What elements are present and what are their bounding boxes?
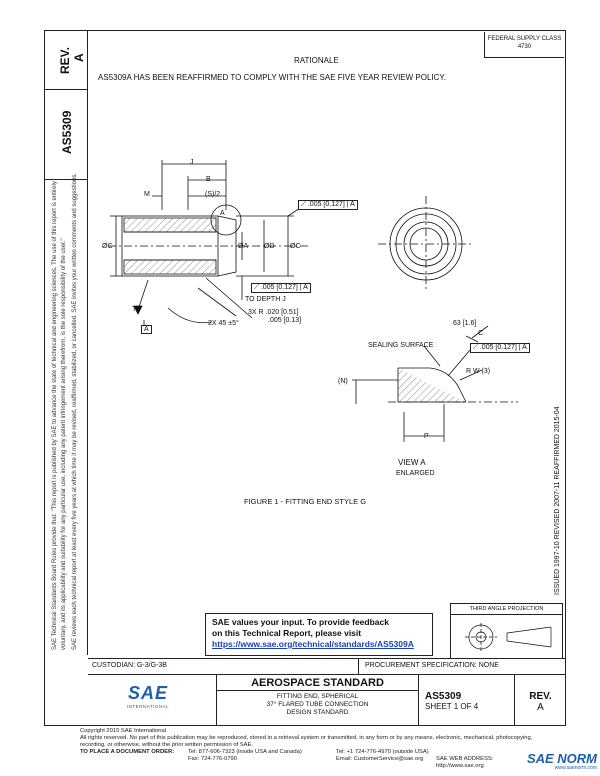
rev-cell: REV. A <box>514 675 566 726</box>
disclaimer-line1: SAE Technical Standards Board Rules prov… <box>52 181 58 650</box>
fcf-3-datum: A <box>522 344 527 351</box>
feedback-link[interactable]: https://www.sae.org/technical/standards/… <box>212 639 414 649</box>
footer-tel2: Tel: +1 724-776-4970 (outside USA) <box>336 749 429 755</box>
federal-class-line2: 4730 <box>517 44 532 50</box>
title-line2: 37° FLARED TUBE CONNECTION <box>266 701 369 708</box>
feedback-line1: SAE values your input. To provide feedba… <box>212 617 389 627</box>
title-block-row1: CUSTODIAN: G-3/G-3B PROCUREMENT SPECIFIC… <box>88 658 566 674</box>
footer-web: SAE WEB ADDRESS: http://www.sae.org <box>436 756 494 769</box>
title-line3: DESIGN STANDARD <box>286 709 349 716</box>
fcf-2-tol: .005 [0.127] <box>260 284 298 291</box>
footer-email: Email: CustomerService@sae.org <box>336 756 424 762</box>
dim-m: M <box>144 191 150 198</box>
dim-n: (N) <box>338 378 348 385</box>
datum-t: T <box>132 306 137 313</box>
dim-s: (S)/2 <box>205 191 221 198</box>
title-cell: AEROSPACE STANDARD FITTING END, SPHERICA… <box>216 675 418 726</box>
section-hatch-bottom <box>123 259 217 275</box>
title-heading: AEROSPACE STANDARD <box>217 675 418 691</box>
fcf-2-datum: A <box>303 284 308 291</box>
side-standard-id: AS5309 <box>60 110 74 154</box>
sheet-count: SHEET 1 OF 4 <box>425 702 479 711</box>
footer-copyright: Copyright 2015 SAE International <box>80 728 167 734</box>
footer-order-label: TO PLACE A DOCUMENT ORDER: <box>80 749 175 755</box>
datum-a-box: A <box>141 325 152 334</box>
dim-p: P <box>424 433 429 440</box>
procurement-spec: PROCUREMENT SPECIFICATION: NONE <box>358 659 566 674</box>
fcf-2: ⟋ .005 [0.127] | A <box>251 283 311 293</box>
custodian: CUSTODIAN: G-3/G-3B <box>92 662 167 669</box>
radius-rw: R W (3) <box>466 368 491 375</box>
third-angle-label: THIRD ANGLE PROJECTION <box>451 604 562 615</box>
fcf-1-datum: A <box>350 201 355 208</box>
fcf-2-symbol: ⟋ <box>254 284 261 291</box>
feedback-line2: on this Technical Report, please visit <box>212 628 362 638</box>
federal-supply-class-box: FEDERAL SUPPLY CLASS 4730 <box>484 32 564 58</box>
rev-value: A <box>537 702 544 713</box>
third-angle-projection: THIRD ANGLE PROJECTION <box>450 603 563 659</box>
surface-finish: 63 [1.6] <box>453 320 477 327</box>
side-column <box>44 30 88 655</box>
fitting-drawing <box>108 160 518 442</box>
feedback-box: SAE values your input. To provide feedba… <box>205 613 433 656</box>
fcf-3: ⟋ .005 [0.127] | A <box>470 343 530 353</box>
title-block-row2: SAE INTERNATIONAL AEROSPACE STANDARD FIT… <box>88 674 566 726</box>
footer-fax: Fax: 724-776-0790 <box>188 756 237 762</box>
fcf-1-tol: .005 [0.127] <box>307 201 345 208</box>
footer-rights2: recording, or otherwise, without the pri… <box>80 742 254 748</box>
saenorm-logo-text: SAE NORM <box>526 751 597 766</box>
radius-note-1: 3X R .020 [0.51] <box>248 309 299 316</box>
disclaimer-line3: SAE reviews each technical report at lea… <box>72 172 78 650</box>
sae-logo-sub: INTERNATIONAL <box>126 704 170 709</box>
view-a-profile <box>398 367 467 403</box>
section-hatch-top <box>123 217 217 233</box>
side-rev-label: REV. <box>58 47 72 74</box>
projection-symbol <box>465 623 552 651</box>
side-rev-value: A <box>72 53 86 62</box>
dim-phi-d: ØD <box>264 243 275 250</box>
sae-logo-text: SAE <box>127 683 168 703</box>
sae-logo: SAE INTERNATIONAL <box>118 683 178 709</box>
sealing-surface: SEALING SURFACE <box>368 342 434 349</box>
dim-phi-c-left: ØC <box>102 243 113 250</box>
dim-j: J <box>190 159 194 166</box>
fcf-1-symbol: ⟋ <box>301 201 308 208</box>
view-a-sub: ENLARGED <box>396 470 435 477</box>
fcf-3-symbol: ⟋ <box>473 344 480 351</box>
view-a-label: VIEW A <box>398 458 426 467</box>
figure-caption: FIGURE 1 - FITTING END STYLE G <box>244 497 367 506</box>
to-depth-note: TO DEPTH J <box>245 296 286 303</box>
rationale-title: RATIONALE <box>294 56 339 65</box>
dim-phi-a: ØA <box>238 243 249 250</box>
dim-a: A <box>220 210 225 217</box>
radius-note-2: .005 [0.13] <box>268 317 302 324</box>
disclaimer-line2: voluntary, and its applicability and sui… <box>61 238 67 650</box>
footer-tel1: Tel: 877-606-7323 (inside USA and Canada… <box>188 749 302 755</box>
title-line1: FITTING END, SPHERICAL <box>276 693 359 700</box>
drawing-sheet <box>44 30 566 726</box>
federal-class-line1: FEDERAL SUPPLY CLASS <box>487 36 562 42</box>
side-standard-box: AS5309 <box>44 90 88 180</box>
chamfer-note: 2X 45 ±5° <box>208 320 239 327</box>
saenorm-logo: SAE NORM www.saenorm.com <box>497 752 597 774</box>
footer: Copyright 2015 SAE International All rig… <box>80 728 540 769</box>
fcf-3-tol: .005 [0.127] <box>479 344 517 351</box>
saenorm-logo-sub: www.saenorm.com <box>554 765 597 771</box>
dim-b: B <box>206 176 211 183</box>
rationale-text: AS5309A HAS BEEN REAFFIRMED TO COMPLY WI… <box>98 73 446 82</box>
footer-rights: All rights reserved. No part of this pub… <box>80 735 533 741</box>
dim-c-leader: C <box>478 330 484 337</box>
rev-label: REV. <box>529 691 552 702</box>
fcf-1: ⟋ .005 [0.127] | A <box>298 200 358 210</box>
doc-number-cell: AS5309 SHEET 1 OF 4 <box>418 675 514 726</box>
dim-phi-c-right: ØC <box>290 243 301 250</box>
side-rev-box: REV. A <box>44 30 88 90</box>
doc-number: AS5309 <box>425 691 462 702</box>
